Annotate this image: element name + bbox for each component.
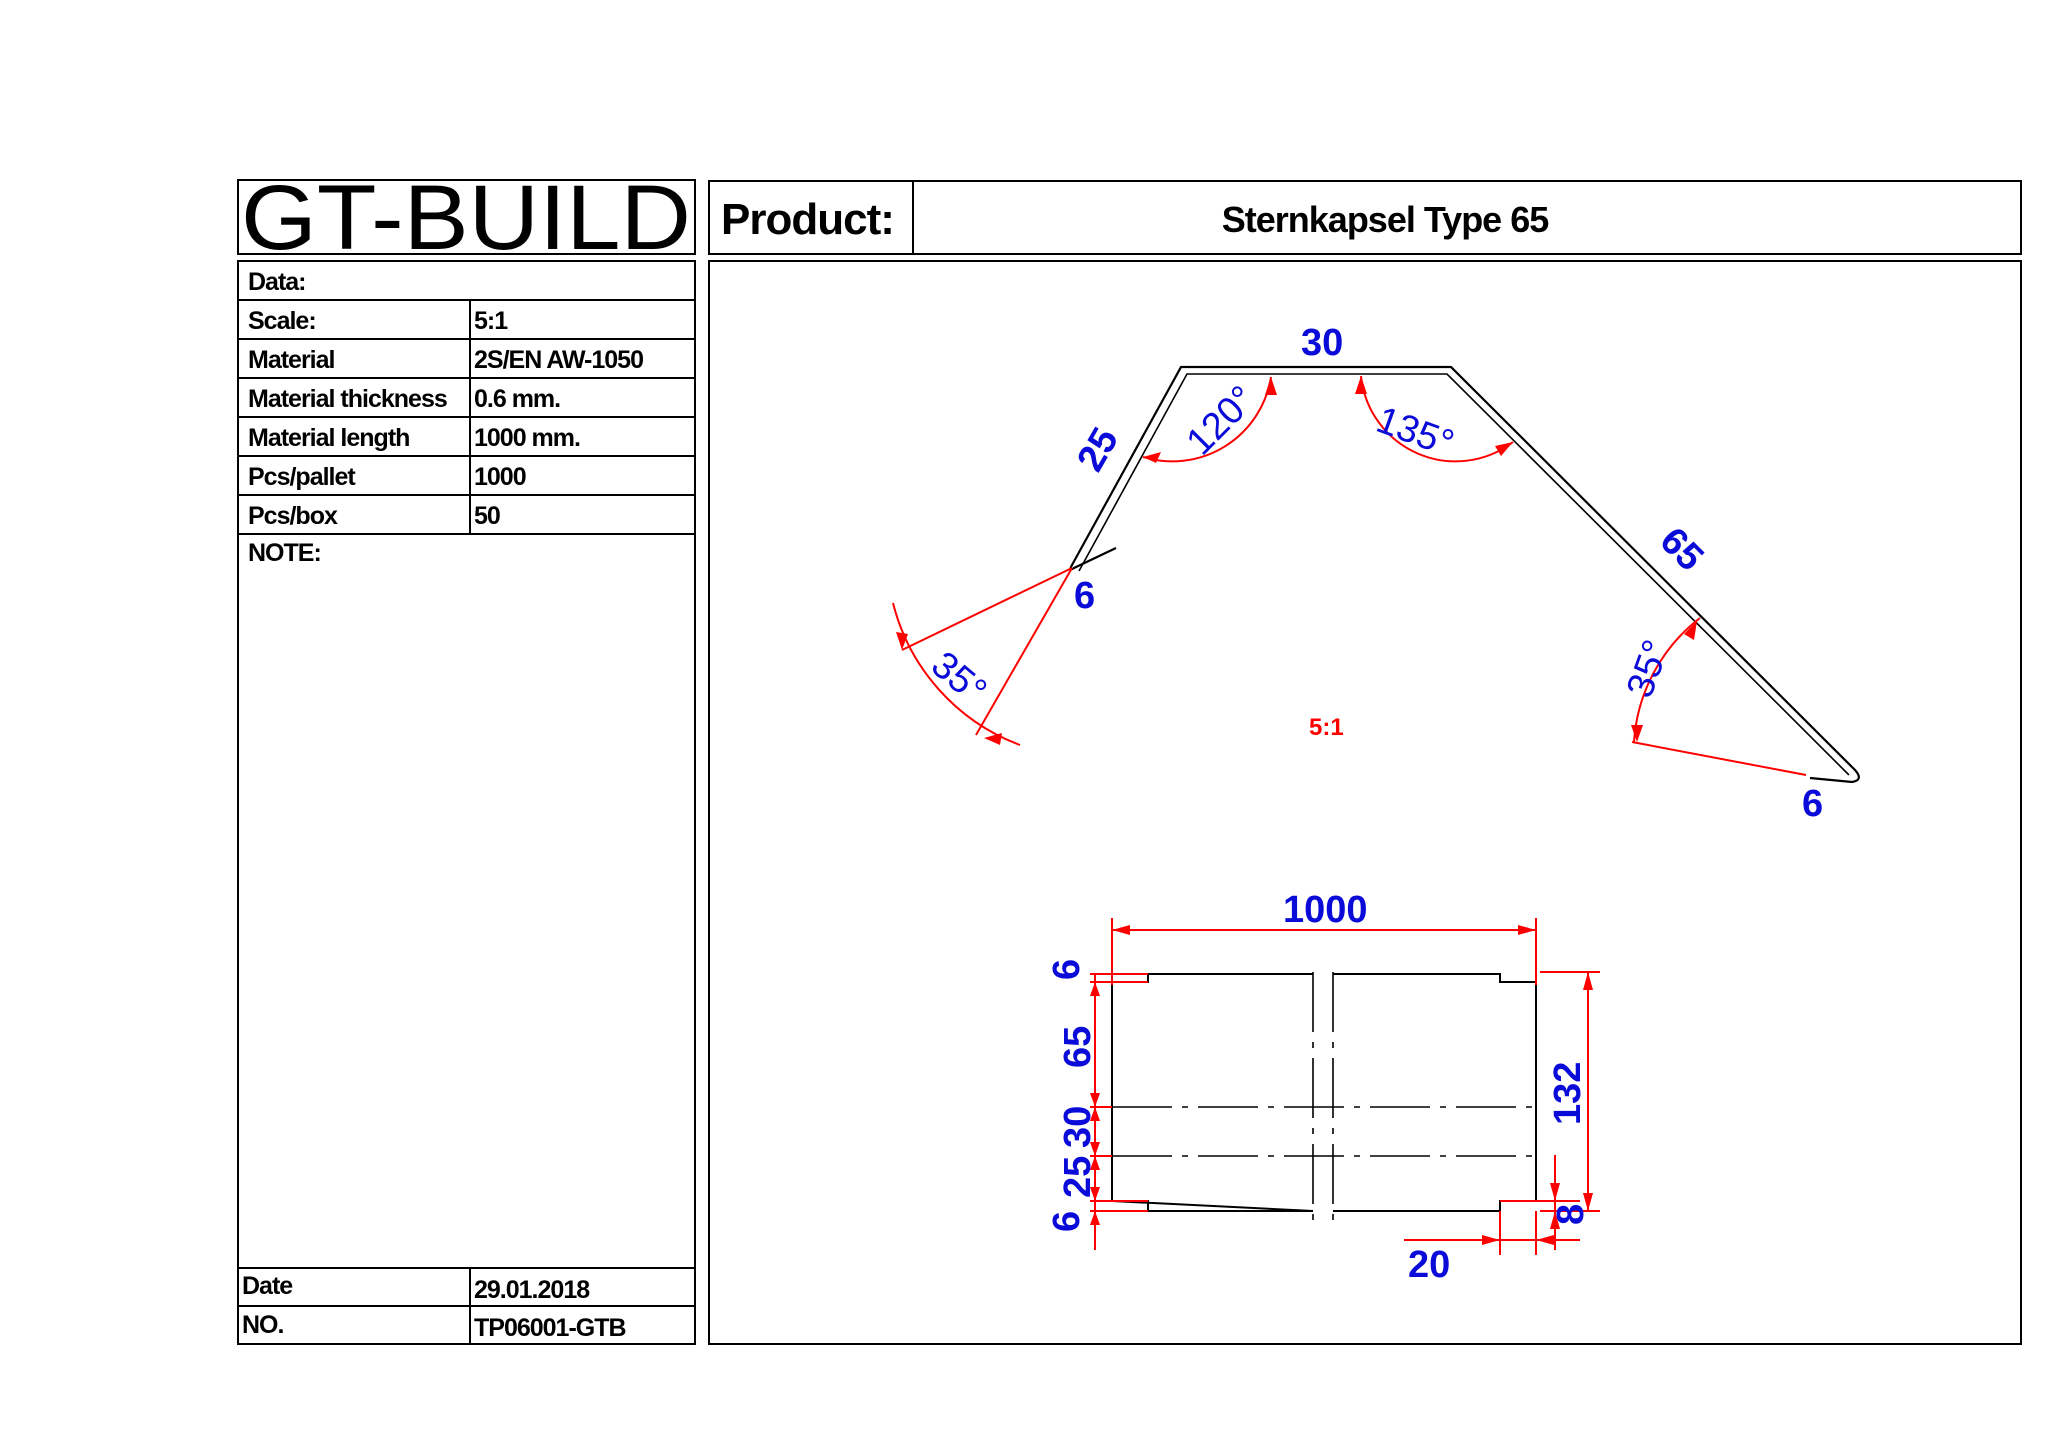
product-name: Sternkapsel Type 65 [1222,199,1549,240]
profile-inner-line [1078,373,1850,776]
product-header: Product: Sternkapsel Type 65 [708,180,2022,255]
dim-plan-width: 132 [1547,1062,1589,1125]
dim-right-flange: 65 [1652,520,1712,580]
row-thickness-label: Material thickness [248,385,447,413]
product-label: Product: [721,195,894,244]
dim-side-6-bottom: 6 [1046,1211,1088,1232]
note-label: NOTE: [248,539,321,567]
angle-35-left: 35° [923,644,994,713]
row-length-label: Material length [248,424,409,452]
row-material-value: 2S/EN AW-1050 [474,346,643,374]
dim-side-25: 25 [1057,1156,1099,1198]
info-table [237,260,696,1345]
dim-hem-left: 6 [1074,575,1095,617]
row-scale-label: Scale: [248,307,316,335]
profile-scale-label: 5:1 [1309,714,1344,741]
dim-side-65: 65 [1057,1026,1099,1068]
row-thickness-value: 0.6 mm. [474,385,560,413]
angle-135: 135° [1371,399,1459,465]
company-logo: GT-BUILD [241,167,691,269]
dim-side-30: 30 [1057,1106,1099,1148]
plan-outline [1111,973,1537,1212]
logo-box [237,179,696,255]
angle-120: 120° [1179,378,1264,463]
title-block: GT-BUILD Data: Scale: 5:1 Material 2S/EN… [237,167,696,1345]
plan-view: 1000 132 8 20 6 [1046,889,1600,1286]
drawing-no-value: TP06001-GTB [474,1314,626,1342]
row-length-value: 1000 mm. [474,424,580,452]
dim-side-6-top: 6 [1046,959,1088,980]
row-pallet-label: Pcs/pallet [248,463,356,491]
date-value: 29.01.2018 [474,1276,590,1304]
row-box-value: 50 [474,502,500,530]
dim-top: 30 [1301,322,1343,364]
drawing-frame [708,260,2022,1345]
info-table-grid [238,299,695,1344]
profile-view: 30 25 65 6 6 120° 135° 35° 35° 5:1 [892,322,1860,825]
dim-notch-length: 20 [1408,1244,1450,1286]
dim-plan-length: 1000 [1283,889,1368,931]
dim-notch-width: 8 [1550,1204,1592,1225]
row-pallet-value: 1000 [474,463,526,491]
row-material-label: Material [248,346,335,374]
drawing-no-label: NO. [242,1311,284,1339]
date-label: Date [242,1272,293,1300]
dim-hem-right: 6 [1802,783,1823,825]
row-box-label: Pcs/box [248,502,338,530]
dim-left-flange: 25 [1069,421,1127,479]
row-scale-value: 5:1 [474,307,508,335]
angle-35-right: 35° [1619,635,1678,703]
row-data-label: Data: [248,268,306,296]
